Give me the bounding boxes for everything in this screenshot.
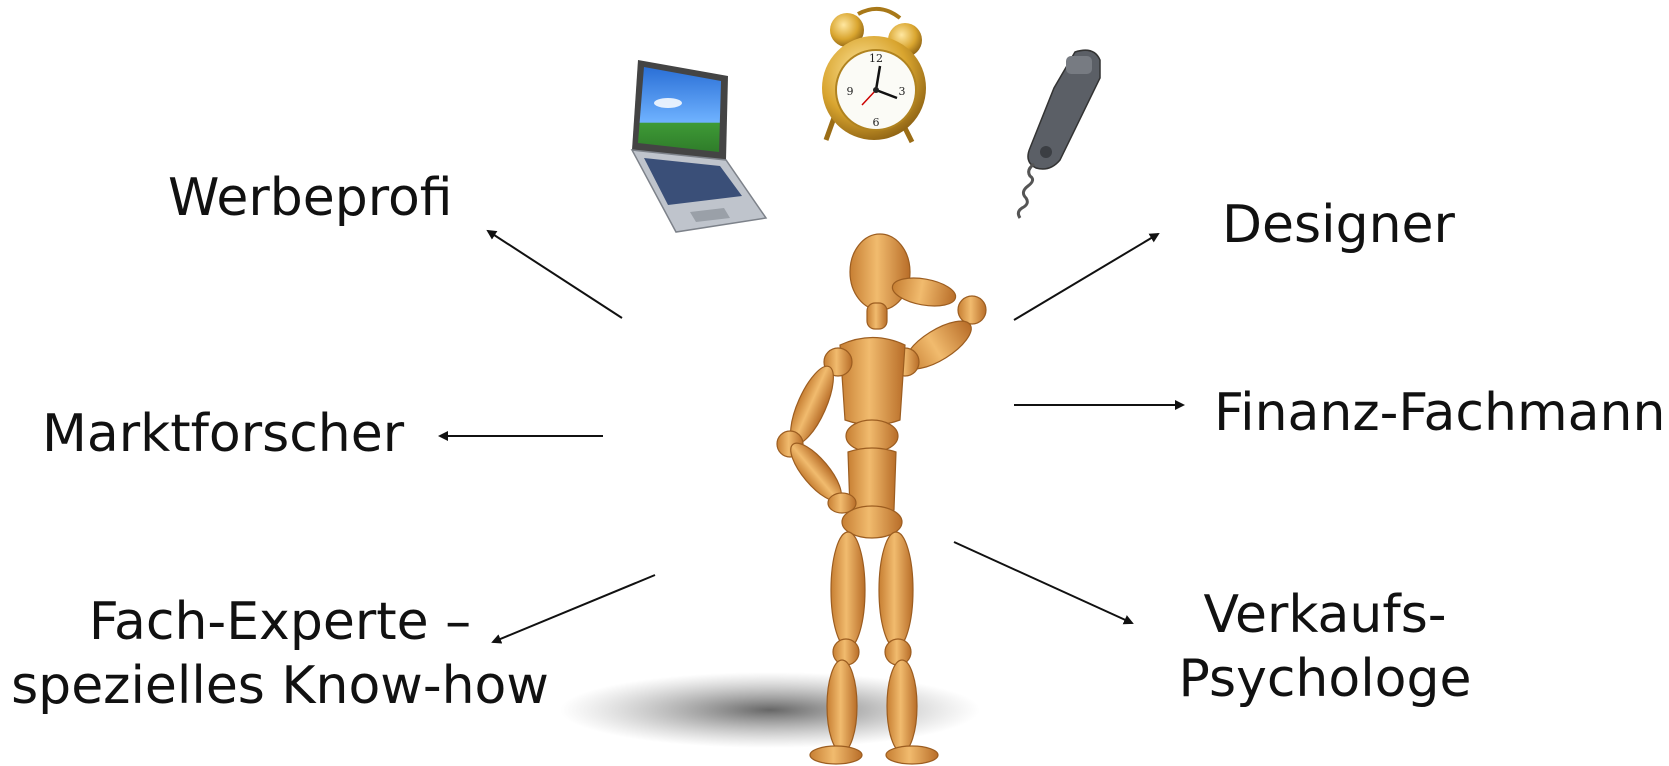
arrow-designer bbox=[1013, 232, 1160, 321]
role-label-marktforscher: Marktforscher bbox=[42, 404, 405, 464]
svg-text:9: 9 bbox=[847, 85, 854, 98]
arrow-werbeprofi bbox=[486, 229, 623, 319]
wooden-mannequin-figure bbox=[776, 233, 987, 765]
role-label-designer: Designer bbox=[1222, 195, 1455, 255]
svg-text:6: 6 bbox=[873, 116, 880, 129]
role-label-werbeprofi: Werbeprofi bbox=[168, 168, 453, 228]
role-label-verkauf-line2: Psychologe bbox=[1178, 649, 1472, 709]
svg-text:12: 12 bbox=[869, 52, 883, 65]
arrow-fach-experte bbox=[491, 574, 656, 644]
role-label-verkauf-line1: Verkaufs- bbox=[1203, 585, 1447, 645]
role-label-finanz-fachmann: Finanz-Fachmann bbox=[1214, 383, 1666, 443]
alarm-clock-icon: 12 3 6 9 bbox=[822, 6, 926, 144]
role-label-fach-line2: spezielles Know-how bbox=[11, 656, 549, 716]
arrow-verkauf bbox=[953, 541, 1134, 625]
laptop-icon bbox=[630, 60, 768, 233]
figure-shadow bbox=[560, 672, 980, 748]
role-label-fach-line1: Fach-Experte – bbox=[88, 592, 472, 652]
arrows bbox=[438, 229, 1185, 644]
role-label-fach-experte: Fach-Experte – spezielles Know-how bbox=[10, 590, 550, 718]
telephone-handset-icon bbox=[1016, 49, 1101, 219]
svg-text:3: 3 bbox=[899, 85, 906, 98]
role-label-verkaufs-psychologe: Verkaufs- Psychologe bbox=[1160, 583, 1490, 711]
